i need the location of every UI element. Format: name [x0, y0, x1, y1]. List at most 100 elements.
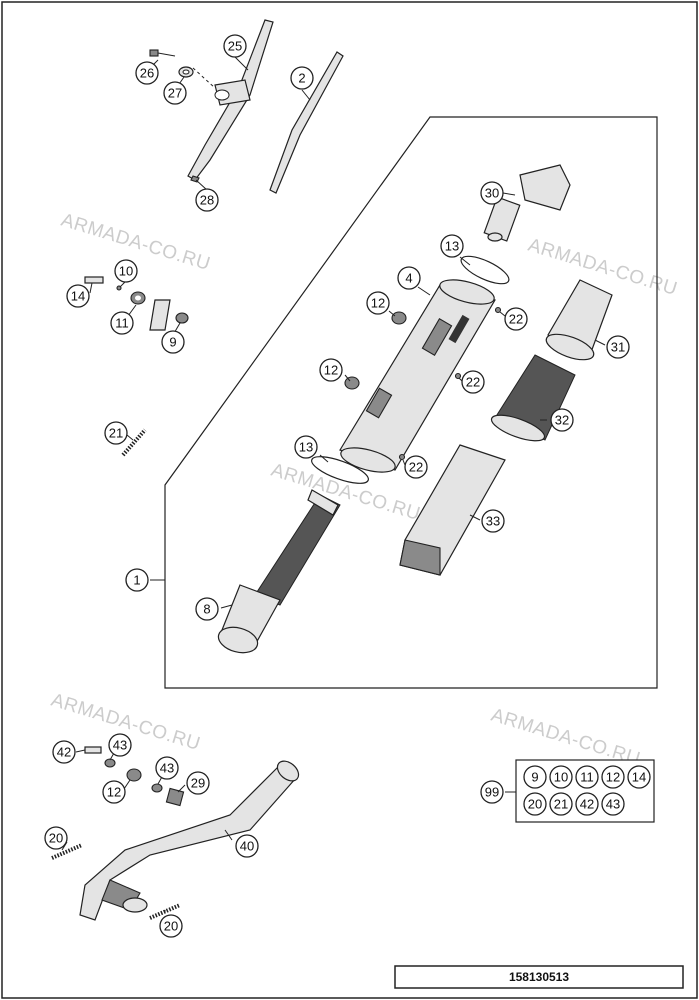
- callout-label: 1: [133, 573, 140, 588]
- callout-11[interactable]: 11: [110, 311, 134, 335]
- callout-99[interactable]: 99: [480, 780, 504, 804]
- part-4-muffler-body: [339, 279, 496, 473]
- callout-label: 22: [409, 460, 423, 475]
- callout-32[interactable]: 32: [550, 408, 574, 432]
- callout-12[interactable]: 12: [366, 291, 390, 315]
- callout-label: 8: [203, 602, 210, 617]
- kit-item-label: 10: [554, 770, 568, 785]
- part-40-header-pipe: [79, 760, 300, 921]
- part-11-grommet: [130, 291, 146, 305]
- callout-label: 12: [371, 296, 385, 311]
- callout-label: 30: [485, 186, 499, 201]
- callout-13[interactable]: 13: [440, 234, 464, 258]
- callout-43[interactable]: 43: [155, 756, 179, 780]
- kit-item-label: 9: [531, 770, 538, 785]
- callout-25[interactable]: 25: [223, 34, 247, 58]
- muffler-assembly-boundary: [164, 116, 658, 689]
- callout-26[interactable]: 26: [135, 61, 159, 85]
- kit-item[interactable]: 20: [523, 792, 547, 816]
- kit-item-label: 20: [528, 797, 542, 812]
- kit-item-label: 42: [580, 797, 594, 812]
- callout-33[interactable]: 33: [481, 509, 505, 533]
- kit-item[interactable]: 42: [575, 792, 599, 816]
- part-21-spring: [121, 428, 147, 457]
- callout-1[interactable]: 1: [125, 568, 149, 592]
- callout-31[interactable]: 31: [606, 335, 630, 359]
- diagram-code: 158130513: [509, 970, 569, 984]
- part-12-grommet: [126, 768, 142, 782]
- callout-29[interactable]: 29: [186, 771, 210, 795]
- callout-label: 33: [486, 514, 500, 529]
- callout-40[interactable]: 40: [235, 834, 259, 858]
- callout-4[interactable]: 4: [397, 266, 421, 290]
- part-33-outer-sleeve: [399, 444, 506, 576]
- kit-item[interactable]: 10: [549, 765, 573, 789]
- kit-item-label: 14: [632, 770, 646, 785]
- callout-label: 2: [298, 71, 305, 86]
- kit-item-label: 11: [580, 770, 594, 785]
- callout-27[interactable]: 27: [163, 81, 187, 105]
- callout-label: 25: [228, 39, 242, 54]
- callout-label: 21: [109, 426, 123, 441]
- callout-label: 40: [240, 839, 254, 854]
- callout-2[interactable]: 2: [290, 66, 314, 90]
- callout-12[interactable]: 12: [102, 780, 126, 804]
- callout-12[interactable]: 12: [319, 358, 343, 382]
- callout-label: 12: [107, 785, 121, 800]
- callout-label: 20: [49, 831, 63, 846]
- kit-item[interactable]: 11: [575, 765, 599, 789]
- part-32-insert: [490, 354, 576, 442]
- callout-13[interactable]: 13: [294, 435, 318, 459]
- part-13-o-ring: [460, 255, 510, 285]
- callout-label: 26: [140, 66, 154, 81]
- callout-label: 99: [485, 785, 499, 800]
- callout-label: 31: [611, 340, 625, 355]
- kit-item[interactable]: 9: [523, 765, 547, 789]
- callout-label: 14: [71, 289, 85, 304]
- callout-9[interactable]: 9: [161, 330, 185, 354]
- part-9-bracket: [149, 299, 189, 331]
- callout-label: 11: [115, 316, 129, 331]
- callout-label: 22: [509, 312, 523, 327]
- part-31-sleeve: [545, 279, 613, 361]
- part-20-spring: [51, 843, 181, 920]
- callout-label: 22: [466, 375, 480, 390]
- callout-22[interactable]: 22: [404, 455, 428, 479]
- callout-label: 28: [200, 193, 214, 208]
- kit-item[interactable]: 43: [601, 792, 625, 816]
- callout-label: 13: [445, 239, 459, 254]
- callout-label: 10: [119, 264, 133, 279]
- callout-20[interactable]: 20: [44, 826, 68, 850]
- part-12-grommet: [344, 311, 407, 390]
- part-25-bracket: [187, 19, 274, 181]
- footer-code-box: 158130513: [394, 965, 684, 989]
- callout-20[interactable]: 20: [159, 914, 183, 938]
- footer-frame: [394, 965, 684, 989]
- kit-item[interactable]: 21: [549, 792, 573, 816]
- part-42-bolt: [84, 746, 102, 754]
- kit-box: 9 10 11 12 14 20 21 42 43: [515, 759, 655, 823]
- callout-label: 12: [324, 363, 338, 378]
- callout-43[interactable]: 43: [108, 733, 132, 757]
- callout-8[interactable]: 8: [195, 597, 219, 621]
- callout-22[interactable]: 22: [504, 307, 528, 331]
- kit-item[interactable]: 14: [627, 765, 651, 789]
- callouts: 25 26 27 2 28 10 14 11 9 21 30 13 4 12 2…: [44, 34, 630, 938]
- part-13-o-ring: [311, 456, 369, 484]
- callout-10[interactable]: 10: [114, 259, 138, 283]
- callout-22[interactable]: 22: [461, 370, 485, 394]
- callout-42[interactable]: 42: [52, 740, 76, 764]
- kit-item[interactable]: 12: [601, 765, 625, 789]
- callout-label: 42: [57, 745, 71, 760]
- kit-item-label: 12: [606, 770, 620, 785]
- callout-label: 27: [168, 86, 182, 101]
- callout-label: 4: [405, 271, 412, 286]
- callout-14[interactable]: 14: [66, 284, 90, 308]
- kit-item-label: 43: [606, 797, 620, 812]
- callout-label: 43: [113, 738, 127, 753]
- callout-28[interactable]: 28: [195, 188, 219, 212]
- callout-30[interactable]: 30: [480, 181, 504, 205]
- callout-21[interactable]: 21: [104, 421, 128, 445]
- watermark: ARMADA-CO.RU: [269, 460, 423, 525]
